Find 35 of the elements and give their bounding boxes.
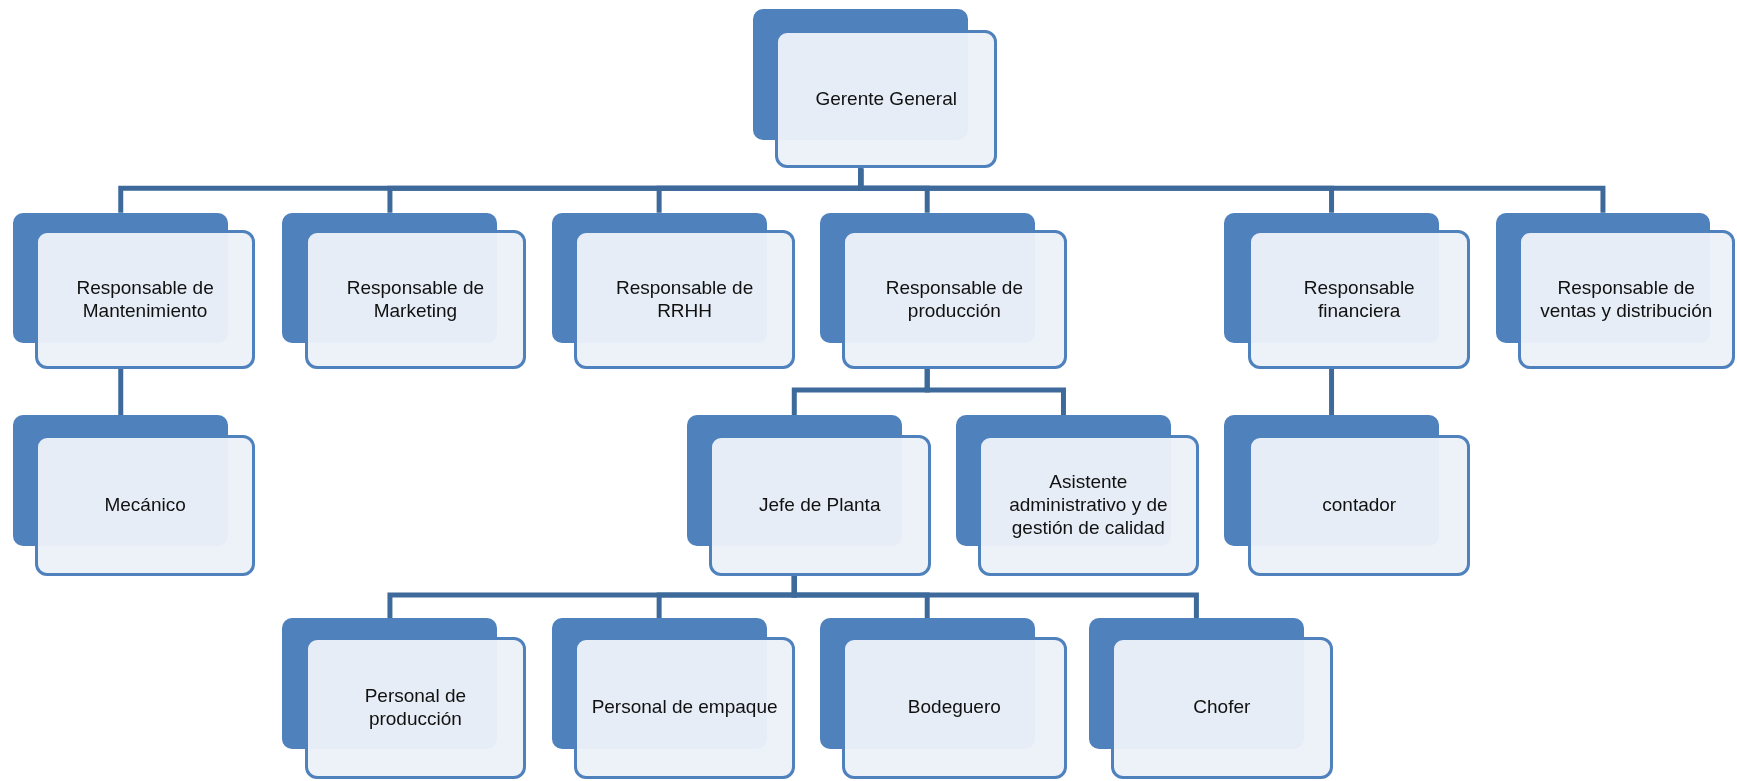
org-box	[1224, 415, 1470, 577]
org-box	[1224, 212, 1470, 369]
org-box	[551, 212, 796, 369]
position-title: Personal de producción	[363, 685, 468, 731]
position-title: Responsable de RRHH	[614, 276, 755, 323]
org-box	[819, 212, 1067, 369]
org-box	[1495, 212, 1735, 369]
org-box	[1088, 618, 1333, 779]
position-title: Mecánico	[104, 494, 186, 518]
connector-line	[1329, 368, 1335, 416]
org-box	[282, 212, 527, 369]
position-title: Responsable de Mantenimiento	[75, 276, 215, 323]
position-title: Responsable de producción	[884, 276, 1024, 323]
position-title: Bodeguero	[907, 696, 1001, 720]
connector-line	[791, 576, 1199, 619]
position-title: Jefe de Planta	[759, 494, 881, 518]
org-box	[686, 415, 931, 577]
position-title: contador	[1322, 494, 1397, 518]
org-box	[753, 8, 997, 169]
connector-line	[858, 168, 1606, 213]
org-box	[282, 618, 527, 779]
position-title: Personal de empaque	[591, 696, 778, 720]
org-box	[551, 618, 796, 779]
org-box	[819, 618, 1067, 779]
position-title: Chofer	[1193, 696, 1251, 720]
org-box	[956, 415, 1199, 577]
org-box	[13, 415, 255, 577]
org-box	[13, 212, 255, 369]
position-title: Gerente General	[815, 87, 957, 111]
position-title: Responsable de Marketing	[345, 276, 486, 323]
position-title: Responsable financiera	[1302, 276, 1416, 323]
position-title: Asistente administrativo y de gestión de calidad	[1008, 471, 1169, 540]
connector-line	[924, 368, 1066, 416]
connector-line	[118, 368, 124, 416]
position-title: Responsable de ventas y distribución	[1539, 276, 1714, 323]
